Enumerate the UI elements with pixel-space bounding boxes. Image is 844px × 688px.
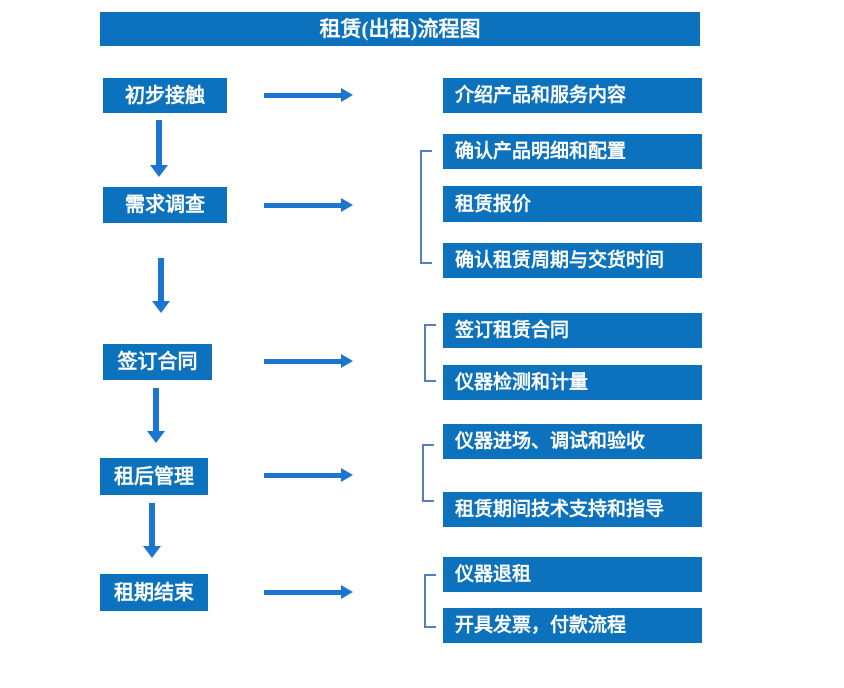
step-box-post-rental-management: 租后管理 bbox=[100, 458, 208, 495]
right-arrow-icon bbox=[264, 88, 353, 102]
right-arrow-icon bbox=[264, 468, 353, 482]
step-box-sign-contract: 签订合同 bbox=[103, 344, 212, 380]
arrow-shaft bbox=[158, 258, 164, 301]
step-box-demand-survey: 需求调查 bbox=[103, 187, 227, 223]
flowchart-title: 租赁(出租)流程图 bbox=[100, 12, 700, 46]
step-box-initial-contact: 初步接触 bbox=[103, 78, 227, 113]
arrow-head bbox=[143, 546, 161, 558]
arrow-shaft bbox=[149, 503, 155, 546]
arrow-shaft bbox=[264, 92, 341, 98]
arrow-shaft bbox=[264, 202, 341, 208]
detail-box: 开具发票，付款流程 bbox=[443, 608, 702, 643]
right-arrow-icon bbox=[264, 198, 353, 212]
right-arrow-icon bbox=[264, 354, 353, 368]
detail-box: 租赁期间技术支持和指导 bbox=[443, 492, 702, 527]
group-bracket bbox=[424, 574, 436, 628]
detail-box: 仪器退租 bbox=[443, 557, 702, 592]
detail-box: 介绍产品和服务内容 bbox=[443, 78, 702, 113]
arrow-head bbox=[341, 88, 353, 102]
down-arrow-icon bbox=[147, 388, 165, 443]
down-arrow-icon bbox=[152, 258, 170, 313]
arrow-shaft bbox=[264, 472, 341, 478]
group-bracket bbox=[420, 150, 432, 264]
arrow-head bbox=[147, 431, 165, 443]
step-box-rental-end: 租期结束 bbox=[100, 574, 208, 611]
arrow-shaft bbox=[156, 120, 162, 165]
detail-box: 仪器检测和计量 bbox=[443, 365, 702, 400]
arrow-shaft bbox=[264, 358, 341, 364]
detail-box: 确认产品明细和配置 bbox=[443, 134, 702, 169]
arrow-head bbox=[150, 165, 168, 177]
group-bracket bbox=[422, 444, 434, 502]
detail-box: 仪器进场、调试和验收 bbox=[443, 424, 702, 459]
right-arrow-icon bbox=[264, 585, 353, 599]
arrow-shaft bbox=[153, 388, 159, 431]
detail-box: 签订租赁合同 bbox=[443, 313, 702, 348]
detail-box: 确认租赁周期与交货时间 bbox=[443, 243, 702, 278]
arrow-head bbox=[341, 468, 353, 482]
down-arrow-icon bbox=[143, 503, 161, 558]
arrow-head bbox=[341, 354, 353, 368]
down-arrow-icon bbox=[150, 120, 168, 177]
arrow-head bbox=[341, 585, 353, 599]
arrow-shaft bbox=[264, 589, 341, 595]
arrow-head bbox=[152, 301, 170, 313]
arrow-head bbox=[341, 198, 353, 212]
detail-box: 租赁报价 bbox=[443, 186, 702, 222]
group-bracket bbox=[424, 324, 436, 382]
